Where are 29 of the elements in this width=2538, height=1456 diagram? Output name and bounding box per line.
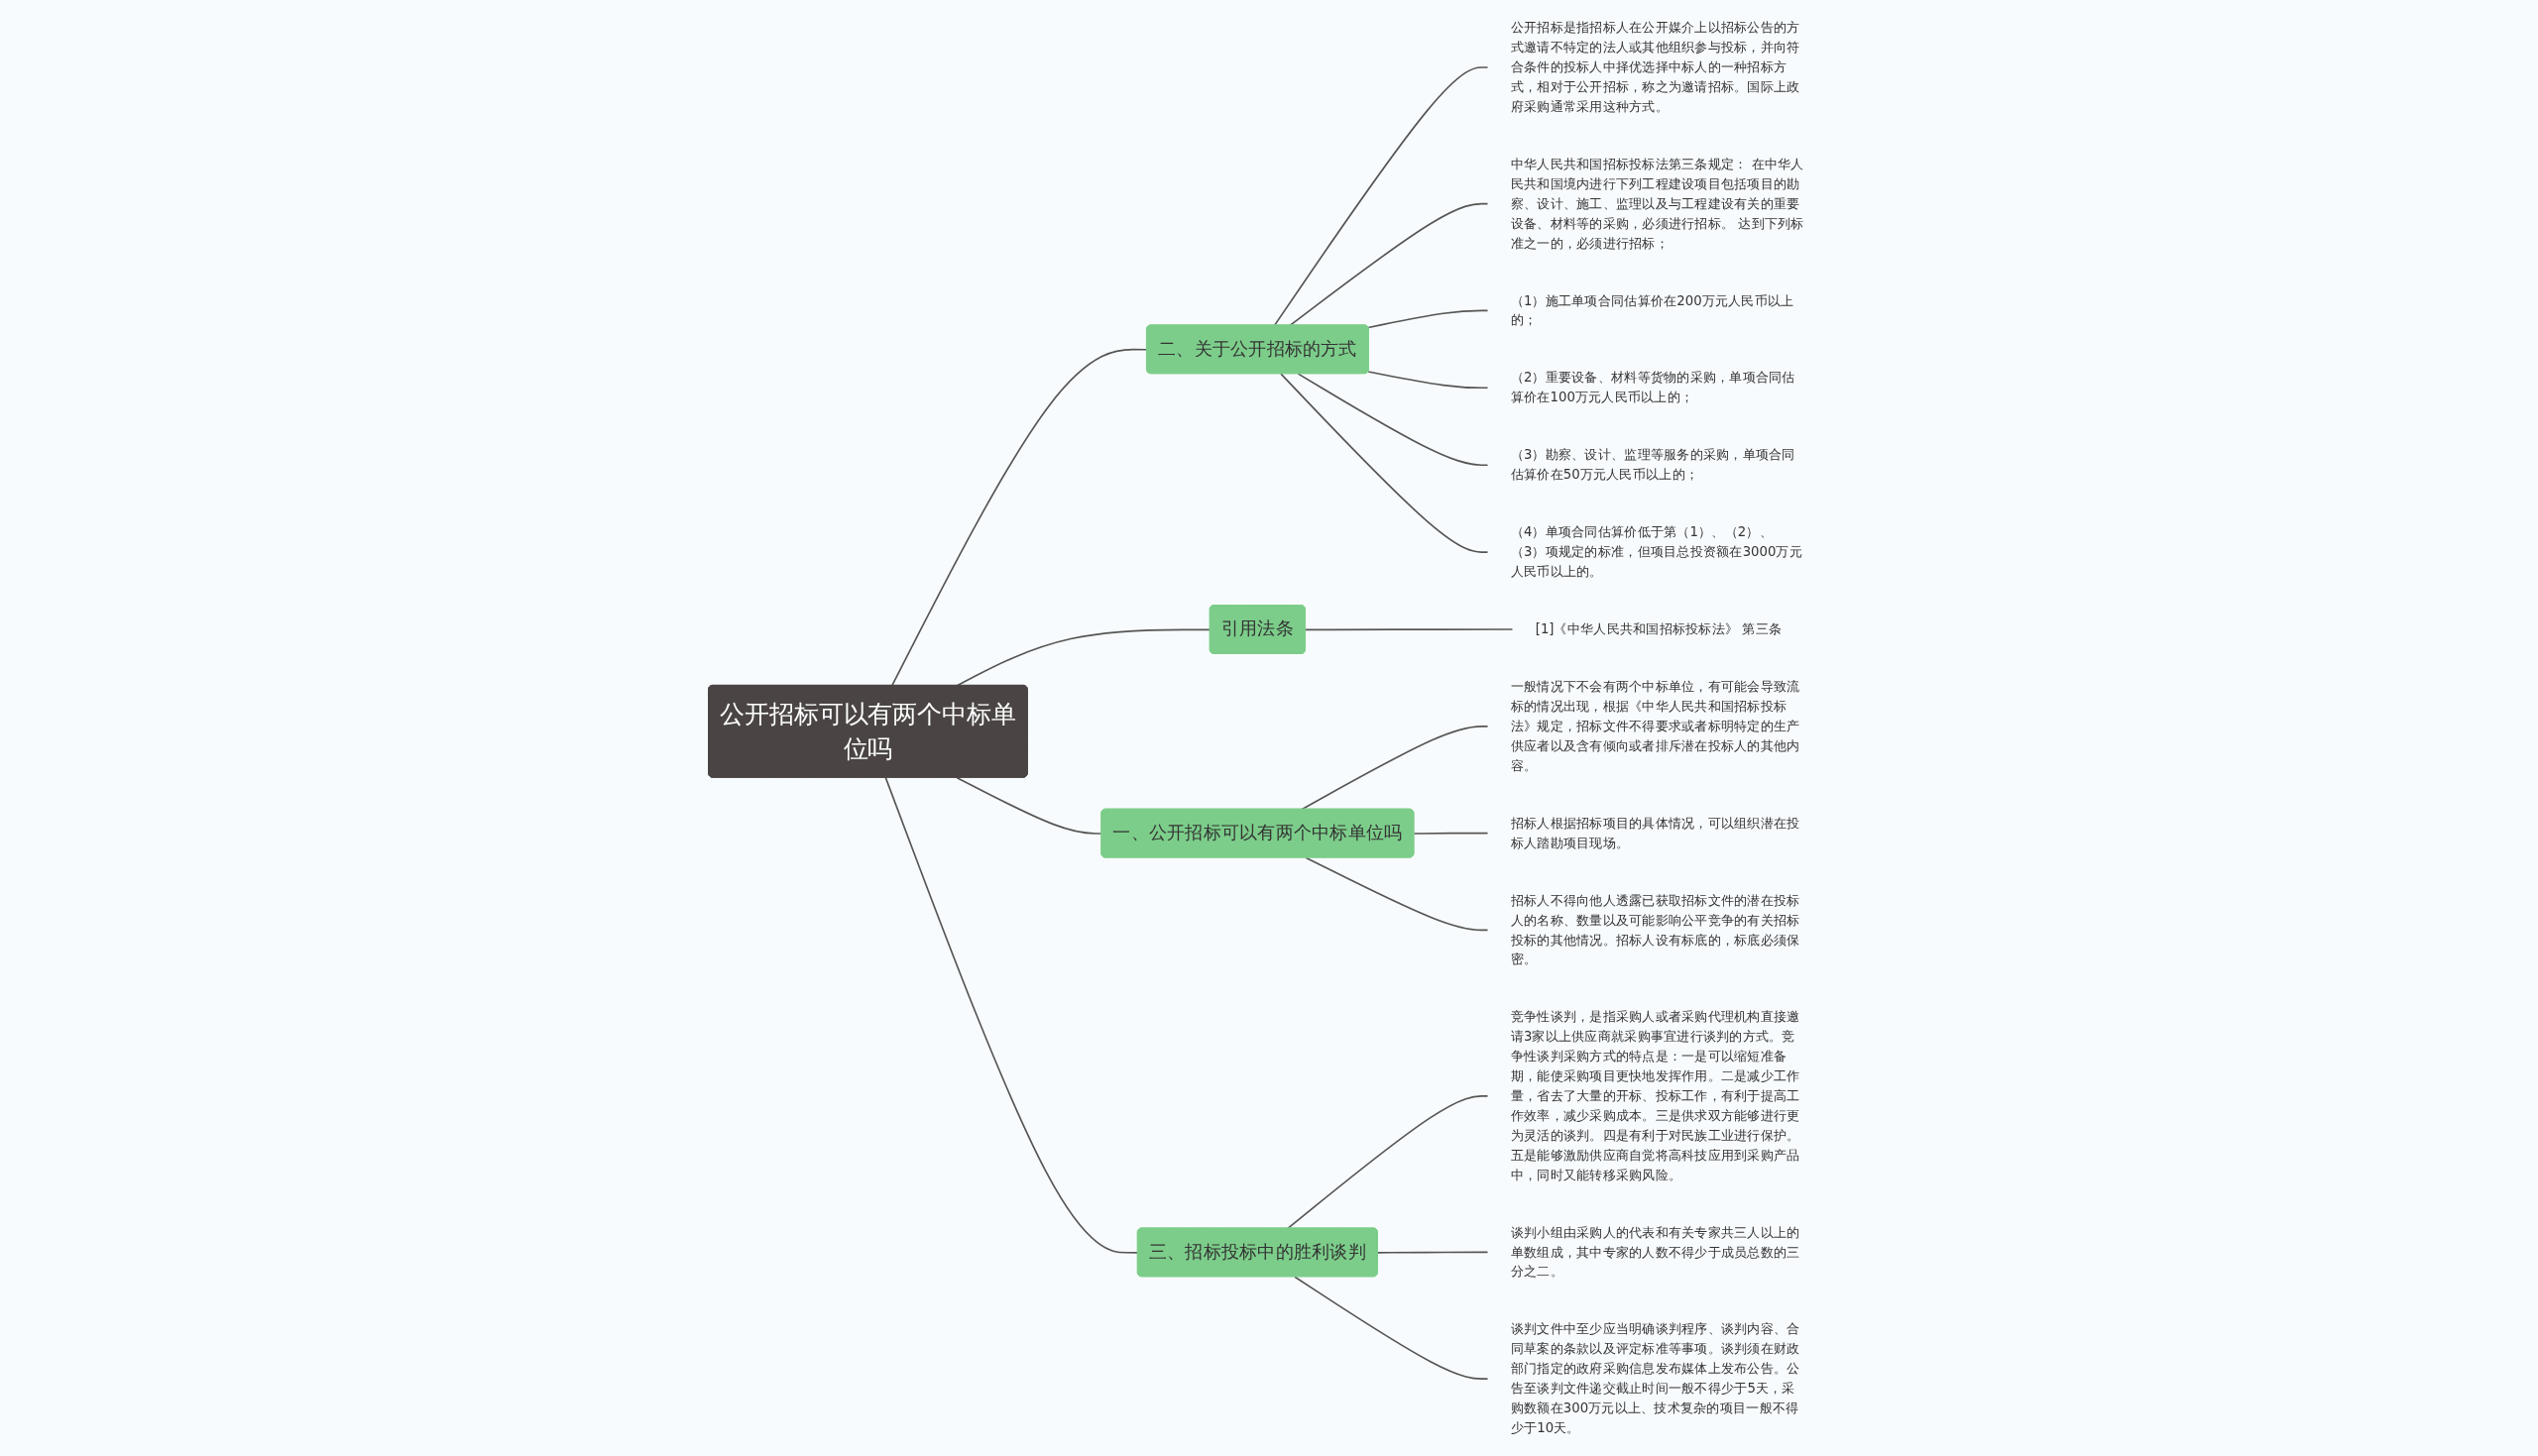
node-text: 中华人民共和国招标投标法第三条规定： 在中华人民共和国境内进行下列工程建设项目包括项目的勘察、设计、施工、监理以及与工程建设有关的重要设备、材料等的采购，必须进行招标。 达到下列标准之一的，必须进行招标； [1510,156,1804,251]
node-text: 一般情况下不会有两个中标单位，有可能会导致流标的情况出现，根据《中华人民共和国招标投标法》规定，招标文件不得要求或者标明特定的生产供应者以及含有倾向或者排斥潜在投标人的其他内容。 [1510,678,1800,774]
connector [1413,832,1489,835]
node-text: [1]《中华人民共和国招标投标法》 第三条 [1535,620,1783,637]
connector [1305,628,1514,631]
node-text: （1）施工单项合同估算价在200万元人民币以上的； [1510,292,1794,328]
connector [1289,202,1489,327]
connector [1367,309,1489,329]
node-text: （4）单项合同估算价低于第（1）、（2）、（3）项规定的标准，但项目总投资额在3000万元人民币以上的。 [1510,523,1802,580]
node-text: 招标人根据招标项目的具体情况，可以组织潜在投标人踏勘项目现场。 [1510,815,1800,851]
connector [890,348,1148,687]
connector [884,776,1139,1254]
node-text: 竞争性谈判，是指采购人或者采购代理机构直接邀请3家以上供应商就采购事宜进行谈判的方式。竞争性谈判采购方式的特点是：一是可以缩短准备期，能使采购项目更快地发挥作用。二是减少工作量，省去了大量的开标、投标工作，有利于提高工作效率，减少采购成本。三是供求双方能够进行更为灵活的谈判。四是有利于对民族工业进行保护。五是能够激励供应商自觉将高科技应用到采购产品中，同时又能转移采购风险。 [1510,1009,1800,1182]
connector [1367,371,1489,390]
connector [956,628,1211,687]
connector [1377,1251,1489,1254]
connector [1301,726,1489,811]
node-text: （2）重要设备、材料等货物的采购，单项合同估算价在100万元人民币以上的； [1510,370,1795,405]
node-text: （3）勘察、设计、监理等服务的采购，单项合同估算价在50万元人民币以上的； [1510,446,1795,483]
connector [1280,373,1489,553]
connector [1297,373,1489,467]
connector [1273,66,1489,327]
connector [1305,856,1489,932]
node-text: 公开招标是指招标人在公开媒介上以招标公告的方式邀请不特定的法人或其他组织参与投标，并向符合条件的投标人中择优选择中标人的一种招标方式，相对于公开招标，称之为邀请招标。国际上政府采购通常采用这种方式。 [1510,19,1800,115]
node-text: 谈判小组由采购人的代表和有关专家共三人以上的单数组成，其中专家的人数不得少于成员总数的三分之二。 [1510,1224,1800,1280]
connector [1287,1095,1489,1230]
connector [1294,1276,1489,1380]
node-text: 招标人不得向他人透露已获取招标文件的潜在投标人的名称、数量以及可能影响公平竞争的有关招标投标的其他情况。招标人设有标底的，标底必须保密。 [1510,892,1800,967]
node-text: 谈判文件中至少应当明确谈判程序、谈判内容、合同草案的条款以及评定标准等事项。谈判须在财政部门指定的政府采购信息发布媒体上发布公告。公告至谈判文件递交截止时间一般不得少于5天，采购数额在300万元以上、技术复杂的项目一般不得少于10天。 [1510,1321,1800,1436]
